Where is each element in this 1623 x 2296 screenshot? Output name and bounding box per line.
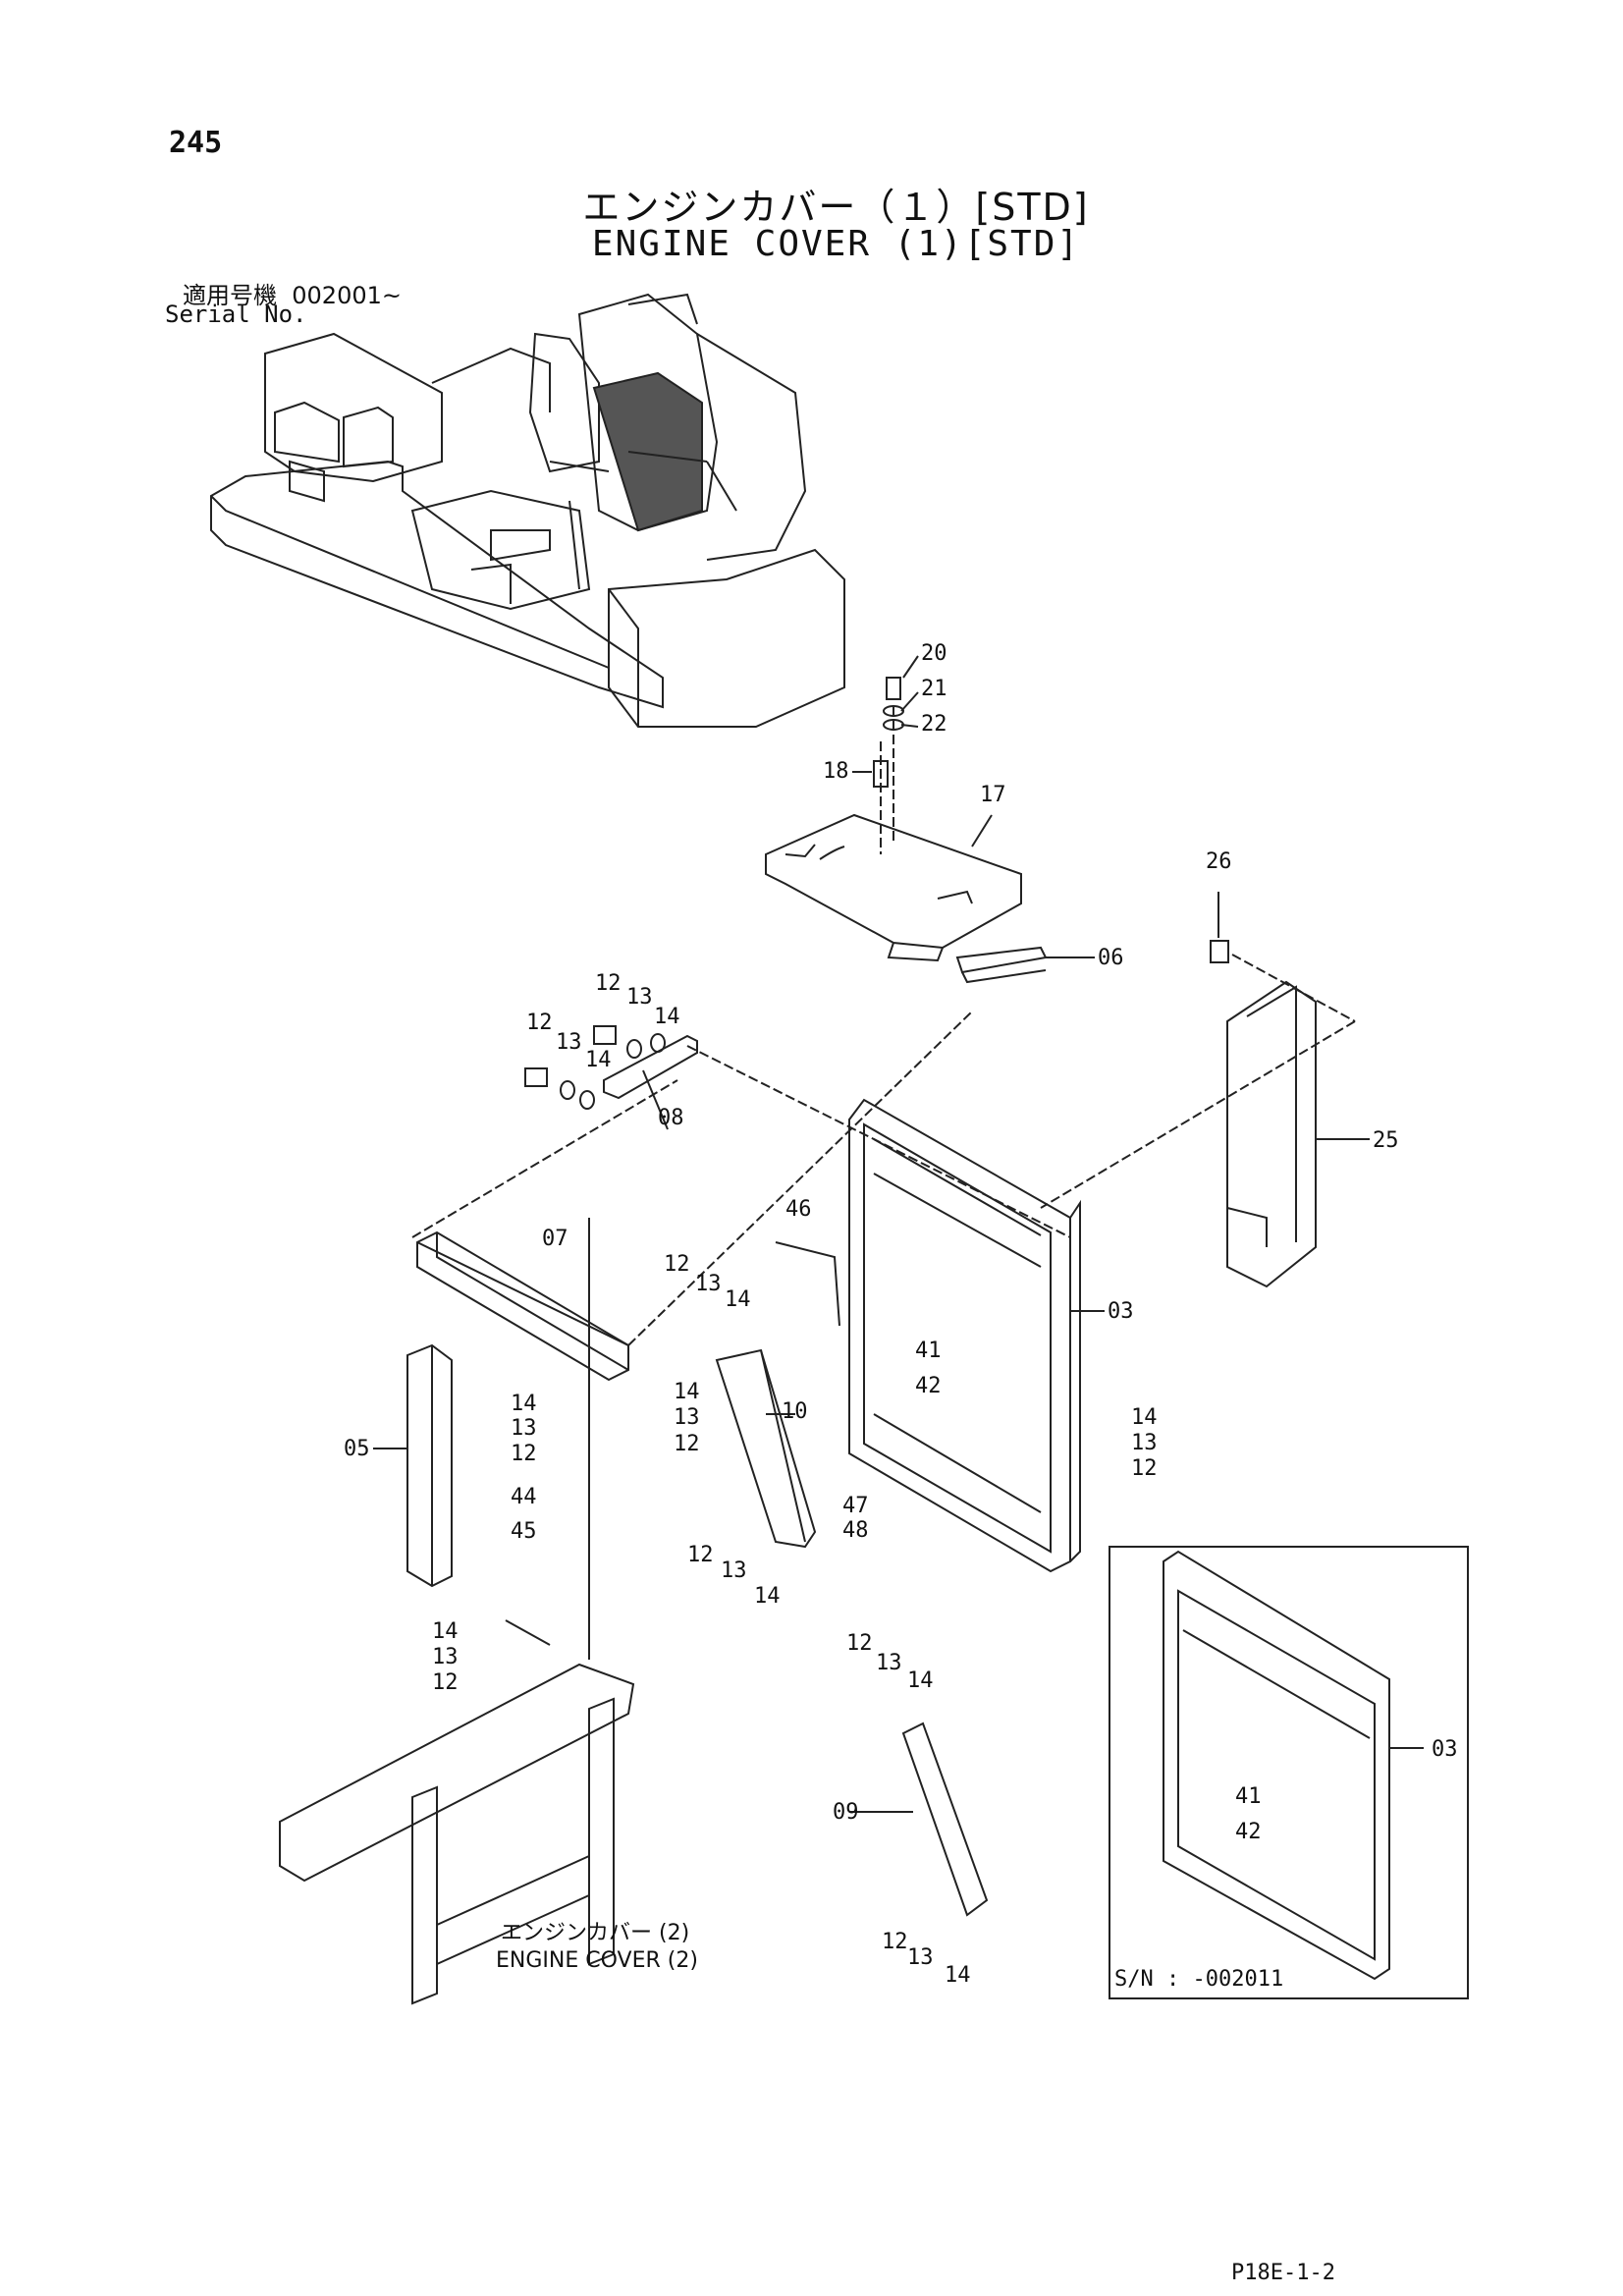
page-number: 245 [169, 126, 223, 160]
callout-14: 14 [1131, 1405, 1158, 1430]
callout-03: 03 [1432, 1737, 1458, 1762]
callout-14: 14 [432, 1619, 459, 1644]
callout-14: 14 [585, 1048, 612, 1072]
callout-20: 20 [921, 641, 947, 666]
page-title-jp: エンジンカバー（１）[STD] [582, 186, 1090, 229]
callout-12: 12 [595, 971, 622, 996]
callout-12: 12 [432, 1670, 459, 1695]
callout-14: 14 [907, 1668, 934, 1693]
callout-26: 26 [1206, 849, 1232, 874]
callout-41: 41 [915, 1339, 942, 1363]
callout-13: 13 [721, 1558, 747, 1583]
callout-45: 45 [511, 1519, 537, 1544]
callout-21: 21 [921, 677, 947, 701]
callout-14: 14 [725, 1287, 751, 1312]
top-plate-assembly [765, 655, 1022, 962]
callout-12: 12 [526, 1011, 553, 1035]
washer-21 [883, 705, 904, 717]
side-panel-25 [1040, 892, 1370, 1288]
callout-08: 08 [658, 1106, 684, 1130]
inset-serial-caption: S/N : -002011 [1114, 1967, 1283, 1992]
callout-13: 13 [1131, 1431, 1158, 1455]
callout-12: 12 [846, 1631, 873, 1656]
callout-14: 14 [674, 1380, 700, 1404]
engine-cover-2-label-jp: エンジンカバー (2) [501, 1921, 689, 1945]
callout-42: 42 [915, 1374, 942, 1398]
radiator-frame-03 [848, 1098, 1105, 1573]
callout-14: 14 [945, 1963, 971, 1988]
callout-12: 12 [882, 1930, 908, 1954]
callout-14: 14 [754, 1584, 781, 1609]
callout-12: 12 [511, 1442, 537, 1466]
callout-13: 13 [432, 1645, 459, 1669]
stay-09 [849, 1722, 989, 1917]
callout-13: 13 [907, 1945, 934, 1970]
footer-page-code: P18E-1-2 [1231, 2261, 1335, 2285]
engine-cover-2-label-en: ENGINE COVER (2) [496, 1948, 698, 1973]
callout-41: 41 [1235, 1784, 1262, 1809]
callout-10: 10 [782, 1399, 808, 1424]
post-05 [373, 1343, 453, 1588]
callout-13: 13 [511, 1416, 537, 1441]
engine-cover-2-frame [279, 1218, 635, 2005]
serial-number-line: 適用号機 002001~ [183, 276, 402, 310]
machine-overview-illustration [210, 293, 845, 728]
callout-13: 13 [626, 985, 653, 1010]
callout-44: 44 [511, 1485, 537, 1509]
callout-03: 03 [1108, 1299, 1134, 1324]
callout-14: 14 [654, 1005, 680, 1029]
callout-07: 07 [542, 1227, 568, 1251]
callout-46: 46 [785, 1197, 812, 1222]
bolt-18 [873, 760, 889, 788]
callout-48: 48 [842, 1518, 869, 1543]
inset-frame-diagram [1109, 1546, 1469, 1999]
callout-17: 17 [980, 783, 1006, 807]
callout-12: 12 [687, 1543, 714, 1567]
beam-07 [411, 1011, 973, 1382]
callout-12: 12 [664, 1252, 690, 1277]
callout-22: 22 [921, 712, 947, 737]
callout-12: 12 [1131, 1456, 1158, 1481]
bolt-12b [524, 1067, 548, 1087]
bolt-26 [1210, 940, 1229, 963]
callout-13: 13 [876, 1651, 902, 1675]
callout-05: 05 [344, 1437, 370, 1461]
callout-42: 42 [1235, 1820, 1262, 1844]
serial-label-jp: 適用号機 [183, 282, 277, 309]
callout-09: 09 [833, 1800, 859, 1825]
bracket-08-assembly [524, 1025, 1071, 1238]
callout-12: 12 [674, 1432, 700, 1456]
bracket-06 [955, 946, 1095, 984]
serial-value: 002001~ [292, 282, 402, 309]
callout-25: 25 [1373, 1128, 1399, 1153]
serial-label-en: Serial No. [165, 301, 307, 328]
callout-13: 13 [556, 1030, 582, 1055]
bolt-12a [593, 1025, 617, 1045]
callout-13: 13 [695, 1272, 722, 1296]
bolt-20 [886, 677, 901, 700]
callout-labels: 20 21 22 18 17 26 06 25 12 13 14 12 13 1… [344, 641, 1458, 1988]
callout-47: 47 [842, 1494, 869, 1518]
page-title-en: ENGINE COVER (1)[STD] [591, 224, 1081, 264]
rod-46 [775, 1241, 840, 1327]
callout-14: 14 [511, 1392, 537, 1416]
callout-18: 18 [823, 759, 849, 784]
callout-13: 13 [674, 1405, 700, 1430]
callout-06: 06 [1098, 946, 1124, 970]
stay-10 [715, 1348, 817, 1549]
